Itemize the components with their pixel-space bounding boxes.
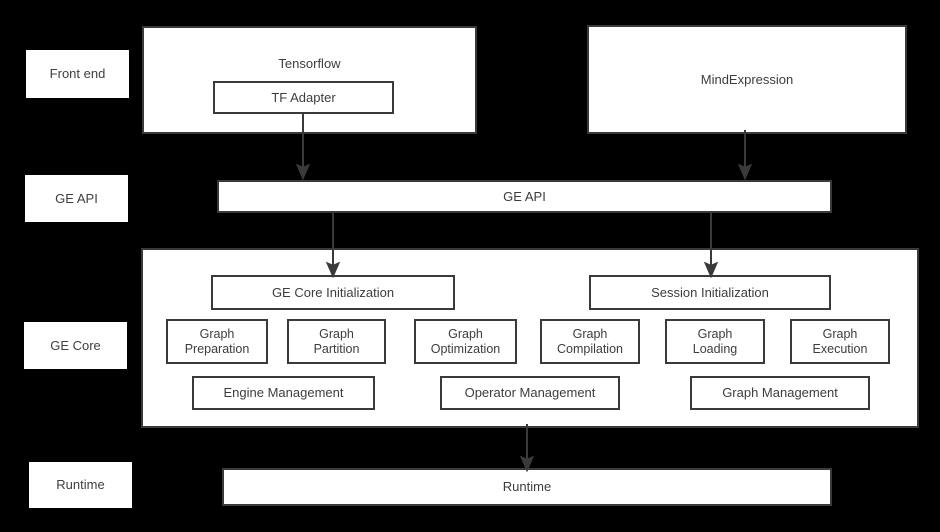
layer-label-ge-api: GE API	[25, 175, 128, 222]
node-ge-core-initialization[interactable]: GE Core Initialization	[211, 275, 455, 310]
node-graph-management[interactable]: Graph Management	[690, 376, 870, 410]
layer-label-ge-core: GE Core	[24, 322, 127, 369]
node-engine-management[interactable]: Engine Management	[192, 376, 375, 410]
panel-mindexpression: MindExpression	[587, 25, 907, 134]
panel-mindexpression-title: MindExpression	[700, 72, 794, 87]
node-graph-compilation[interactable]: Graph Compilation	[540, 319, 640, 364]
node-graph-partition[interactable]: Graph Partition	[287, 319, 386, 364]
node-graph-preparation[interactable]: Graph Preparation	[166, 319, 268, 364]
node-graph-optimization[interactable]: Graph Optimization	[414, 319, 517, 364]
node-operator-management[interactable]: Operator Management	[440, 376, 620, 410]
node-session-initialization[interactable]: Session Initialization	[589, 275, 831, 310]
panel-tensorflow: Tensorflow	[142, 26, 477, 134]
node-graph-execution[interactable]: Graph Execution	[790, 319, 890, 364]
node-tf-adapter[interactable]: TF Adapter	[213, 81, 394, 114]
bar-runtime[interactable]: Runtime	[222, 468, 832, 506]
layer-label-front-end: Front end	[26, 50, 129, 98]
bar-ge-api[interactable]: GE API	[217, 180, 832, 213]
node-graph-loading[interactable]: Graph Loading	[665, 319, 765, 364]
panel-tensorflow-title: Tensorflow	[278, 56, 341, 71]
layer-label-runtime: Runtime	[29, 462, 132, 508]
